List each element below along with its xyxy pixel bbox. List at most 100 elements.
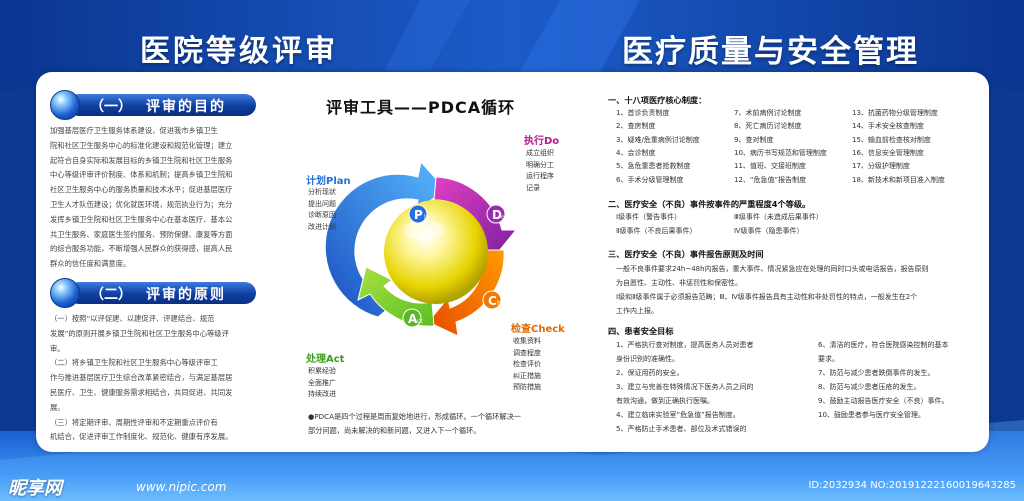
text-line: 发展”的原则开展乡镇卫生院和社区卫生服务中心等级评 [50,328,229,338]
text-line: 发挥乡镇卫生院和社区卫生服务中心在基本医疗、基本公 [50,214,233,224]
check-title: 检查Check [511,324,565,335]
list-item: 提出问题 [308,199,336,208]
plan-arrow [324,160,447,318]
text-line: 群众的信任度和满意度。 [50,259,131,269]
purpose-text: 加强基层医疗卫生服务体系建设，促进我市乡镇卫生院和社区卫生服务中心的标准化建设和… [50,124,298,272]
list-item: 记录 [526,183,540,192]
pdca-title: 评审工具——PDCA循环 [326,98,516,117]
list-item: 诊断原因 [308,211,336,219]
act-items: 积累经验全面推广持续改进 [308,366,336,401]
text-line: 起符合自身实际和发展目标的乡镇卫生院和社区卫生服务 [50,155,233,165]
list-item: 3、建立与完善在特殊情况下医务人员之间的 [616,383,754,391]
list-item: 10、鼓励患者参与医疗安全管理。 [818,411,925,419]
list-item: 17、分级护理制度 [852,162,910,171]
list-item: 改进计划 [308,222,336,231]
list-item: 收集资料 [513,337,541,345]
text-line: ●PDCA是四个过程是周而复始地进行，形成循环。一个循环解决一 [308,412,521,421]
text-line: Ⅰ级和Ⅱ级事件属于必须报告范畴；Ⅲ、Ⅳ级事件报告具有主动性和非处罚性的特点，一般… [616,293,918,301]
list-item: 9、鼓励主动报告医疗安全（不良）事件。 [818,397,949,405]
watermark-url: www.nipic.com [136,480,227,494]
core-systems-heading: 一、十八项医疗核心制度： [608,95,707,105]
sphere-icon [50,90,80,120]
list-item: Ⅰ级事件（警告事件） [616,213,682,221]
text-line: 加强基层医疗卫生服务体系建设，促进我市乡镇卫生 [50,126,218,135]
text-line: 院和社区卫生服务中心的标准化建设和规范化管理；建立 [50,140,233,150]
patient-safety-goals-left: 1、严格执行查对制度，提高医务人员对患者身份识别的准确性。 2、保证用药的安全。 3… [616,338,801,436]
list-item: 明确分工 [526,160,554,169]
list-item: 有效沟通，做到正确执行医嘱。 [616,397,714,405]
text-line: 社区卫生服务中心的服务质量和技术水平；促进基层医疗 [50,185,233,195]
list-item: 12、“危急值”报告制度 [734,175,807,184]
text-line: 民医疗、卫生、健康服务需求相结合，共同促进、共同发 [50,387,233,397]
event-levels-heading: 二、医疗安全（不良）事件按事件的严重程度4个等级。 [608,199,811,209]
list-item: 成立组织 [526,149,554,157]
patient-safety-heading: 四、患者安全目标 [608,326,674,336]
list-item: 2、保证用药的安全。 [616,369,684,377]
list-item: 16、信息安全管理制度 [852,148,924,157]
list-item: 1、严格执行查对制度，提高医务人员对患者 [616,341,754,349]
list-item: 身份识别的准确性。 [616,355,679,363]
pdca-core-sphere [384,200,488,304]
list-item: 11、值班、交接班制度 [734,162,806,171]
watermark-logo: 昵享网 [8,478,62,499]
act-title: 处理Act [306,354,345,365]
text-line: 机结合，促进评审工作制度化、规范化、健康有序发展。 [50,432,233,442]
text-line: 展。 [50,402,65,412]
list-item: 5、急危重患者抢救制度 [616,162,691,171]
list-item: 6、手术分级管理制度 [616,175,684,184]
event-levels-list: Ⅰ级事件（警告事件）Ⅲ级事件（未造成后果事件）Ⅱ级事件（不良后果事件）Ⅳ级事件（… [616,212,916,240]
do-items: 成立组织明确分工运行程序记录 [526,148,554,194]
list-item: 6、清洁的医疗，符合医院感染控制的基本 [818,341,949,349]
list-item: 全面推广 [308,378,336,387]
text-line: 部分问题，尚未解决的和新问题，又进入下一个循环。 [308,426,481,435]
do-letter: D [492,208,502,222]
list-item: 8、死亡病历讨论制度 [734,122,802,131]
text-line: 审。 [50,343,65,353]
text-line: 工作内上报。 [616,307,658,315]
plan-letter: P [414,208,423,222]
svg-text:ct: ct [417,318,423,325]
svg-text:lan: lan [424,214,433,221]
list-item: 1、首诊负责制度 [616,109,670,117]
list-item: 纠正措施 [513,371,541,380]
plan-title: 计划Plan [306,176,351,187]
list-item: 13、抗菌药物分级管理制度 [852,109,938,117]
do-title: 执行Do [524,136,560,147]
list-item: 9、查对制度 [734,135,774,144]
sphere-icon [50,278,80,308]
patient-safety-goals-right: 6、清洁的医疗，符合医院感染控制的基本要求。7、防范与减少患者跌倒事件的发生。8… [818,338,986,422]
text-line: （二）将乡镇卫生院和社区卫生服务中心等级评审工 [50,358,218,368]
list-item: 8、防范与减少患者压疮的发生。 [818,383,921,391]
section-header-principle: （二） 评审的原则 [50,278,256,308]
report-heading: 三、医疗安全（不良）事件报告原则及时间 [608,249,764,259]
text-line: 中心等级评审评价制度、体系和机制；提高乡镇卫生院和 [50,170,233,180]
text-line: 卫生人才队伍建设；优化就医环境，规范执业行为；充分 [50,199,233,209]
image-id: ID:2032934 NO:20191222160019643285 [808,480,1016,491]
list-item: 持续改进 [308,390,336,398]
plan-items: 分析现状提出问题诊断原因改进计划 [308,187,336,233]
section-header-purpose: （一） 评审的目的 [50,90,256,120]
list-item: 分析现状 [308,188,336,196]
list-item: 3、疑难/危重病例讨论制度 [616,135,700,144]
list-item: 要求。 [818,355,839,363]
text-line: 共卫生服务、家庭医生签约服务、预防保健、康复等方面 [50,229,233,239]
page-title-right: 医疗质量与安全管理 [622,34,919,70]
list-item: 调查程度 [513,348,541,357]
list-item: 积累经验 [308,367,336,375]
list-item: 5、严格防止手术患者、部位及术式错误的 [616,425,747,433]
svg-text:o: o [501,214,505,221]
list-item: Ⅳ级事件（隐患事件） [734,226,804,235]
principle-text: （一）按照“以评促建、以建促评、评建结合、规范发展”的原则开展乡镇卫生院和社区卫… [50,312,298,445]
text-line: （三）将定期评审、周期性评审和不定期重点评价有 [50,417,218,427]
list-item: Ⅱ级事件（不良后果事件） [616,226,697,235]
list-item: 预防措施 [513,383,541,391]
text-line: 一般不良事件要求24h~48h内报告，重大事件、情况紧急应在处理的同时口头或电话… [616,265,929,273]
svg-text:heck: heck [497,300,512,307]
check-items: 收集资料调查程度检查评价纠正措施预防措施 [513,336,541,394]
check-letter: C [488,294,497,308]
list-item: 检查评价 [513,360,541,368]
list-item: 14、手术安全核查制度 [852,122,924,131]
list-item: 7、术前病例讨论制度 [734,109,802,117]
text-line: 为自愿性、主动性、非惩罚性和保密性。 [616,279,742,287]
